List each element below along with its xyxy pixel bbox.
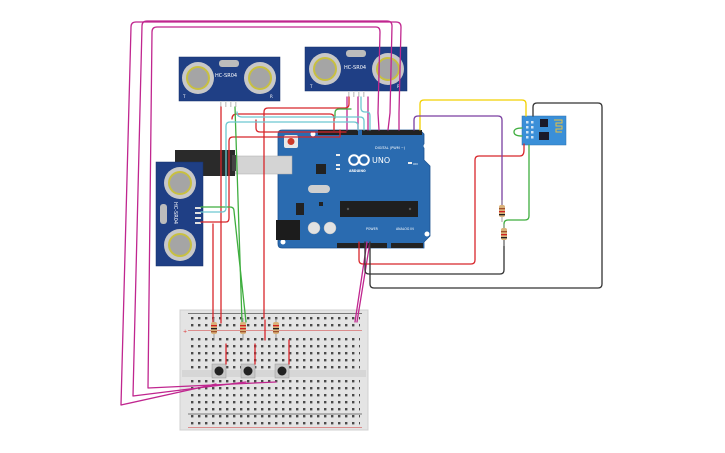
resistors xyxy=(211,200,507,340)
sensor-pins xyxy=(220,101,237,107)
arduino-logo-icon xyxy=(348,154,370,166)
mount-hole xyxy=(280,239,286,245)
arduino-uno[interactable]: DIGITAL (PWM ~) UNO ARDUINO ON POWER ANA… xyxy=(231,129,431,249)
l-led xyxy=(336,154,340,156)
regulator xyxy=(296,203,304,215)
wire-green-3 xyxy=(334,108,352,119)
wire-magenta-3 xyxy=(147,26,381,389)
digital-header-2 xyxy=(362,130,422,135)
sensor-label: HC-SR04 xyxy=(344,65,366,71)
wire-yellow xyxy=(419,99,527,131)
wire-green-esp-loop xyxy=(513,127,523,137)
tx-led xyxy=(336,164,340,166)
wire-cyan-1 xyxy=(200,121,359,213)
pushbutton-1[interactable] xyxy=(211,363,227,379)
esp01-wifi-module[interactable] xyxy=(521,115,567,146)
analog-label: ANALOG IN xyxy=(396,227,414,231)
wire-magenta-2 xyxy=(132,20,393,397)
ultrasonic-sensor-left[interactable]: HC-SR04 xyxy=(155,150,236,267)
center-channel xyxy=(182,370,366,377)
usb-chip xyxy=(316,164,326,174)
r-label: R xyxy=(270,94,273,99)
t-label: T xyxy=(309,84,313,89)
wire-purple xyxy=(413,115,503,206)
button-cap xyxy=(214,366,224,376)
sensor-label: HC-SR04 xyxy=(215,73,237,79)
ultrasonic-sensor-top-left[interactable]: HC-SR04 T R xyxy=(178,56,281,107)
power-jack xyxy=(276,220,300,240)
pushbutton-2[interactable] xyxy=(240,363,256,379)
pushbutton-3[interactable] xyxy=(274,363,290,379)
wire-black-1 xyxy=(364,239,505,275)
wires xyxy=(120,20,603,406)
reset-button-cap xyxy=(287,138,295,145)
button-cap xyxy=(243,366,253,376)
atmega-chip xyxy=(340,201,418,217)
rx-led xyxy=(336,168,340,170)
crystal xyxy=(346,50,366,57)
resistor-4[interactable] xyxy=(499,200,505,222)
crystal xyxy=(219,60,239,67)
wire-red-4 xyxy=(263,96,350,319)
on-led xyxy=(408,162,412,164)
ultrasonic-sensor-top-right[interactable]: HC-SR04 T R xyxy=(304,46,408,97)
wire-cyan-3 xyxy=(360,96,371,131)
mount-hole xyxy=(424,231,430,237)
sensor-pins xyxy=(348,91,365,97)
resistor-5[interactable] xyxy=(501,224,507,246)
chip-dot xyxy=(408,207,412,211)
chip-dot xyxy=(346,207,350,211)
brand-label: ARDUINO xyxy=(349,169,366,173)
wire-green-2 xyxy=(200,206,247,323)
on-label: ON xyxy=(413,162,418,166)
esp-pins xyxy=(526,121,534,139)
analog-header xyxy=(391,243,423,248)
model-label: UNO xyxy=(372,156,390,165)
sensor-pins xyxy=(195,207,201,224)
capacitor xyxy=(307,221,321,235)
power-header xyxy=(337,243,387,248)
wire-cyan-2 xyxy=(236,111,365,131)
wire-red-6 xyxy=(255,119,347,133)
sensor-label: HC-SR04 xyxy=(172,202,178,224)
capacitor xyxy=(323,221,337,235)
mount-hole xyxy=(310,131,316,137)
power-label: POWER xyxy=(366,227,379,231)
crystal xyxy=(308,185,330,193)
bottom-power-holes xyxy=(188,415,360,427)
r-label: R xyxy=(397,84,400,89)
button-cap xyxy=(277,366,287,376)
plus-sign: + xyxy=(183,329,187,335)
mount-hole xyxy=(423,143,429,149)
usb-port xyxy=(231,155,293,175)
wire-magenta-power-1 xyxy=(356,241,371,323)
wire-red-7 xyxy=(358,143,525,265)
t-label: T xyxy=(182,94,186,99)
wire-green-1 xyxy=(234,106,243,323)
dc-jack-edge xyxy=(232,155,236,171)
wire-magenta-1 xyxy=(120,21,402,406)
lower-terminal-holes xyxy=(188,378,360,413)
small-chip xyxy=(319,202,323,206)
wire-green-esp xyxy=(503,144,530,235)
esp-chip xyxy=(540,119,548,127)
flash-chip xyxy=(539,132,549,140)
crystal xyxy=(160,204,167,224)
digital-label: DIGITAL (PWM ~) xyxy=(375,146,406,150)
resistor-3[interactable] xyxy=(273,318,279,340)
wire-black-2 xyxy=(369,102,603,289)
resistor-1[interactable] xyxy=(211,318,217,340)
antenna-trace-icon xyxy=(554,119,563,133)
resistor-2[interactable] xyxy=(240,318,246,340)
wire-red-3 xyxy=(200,129,341,223)
